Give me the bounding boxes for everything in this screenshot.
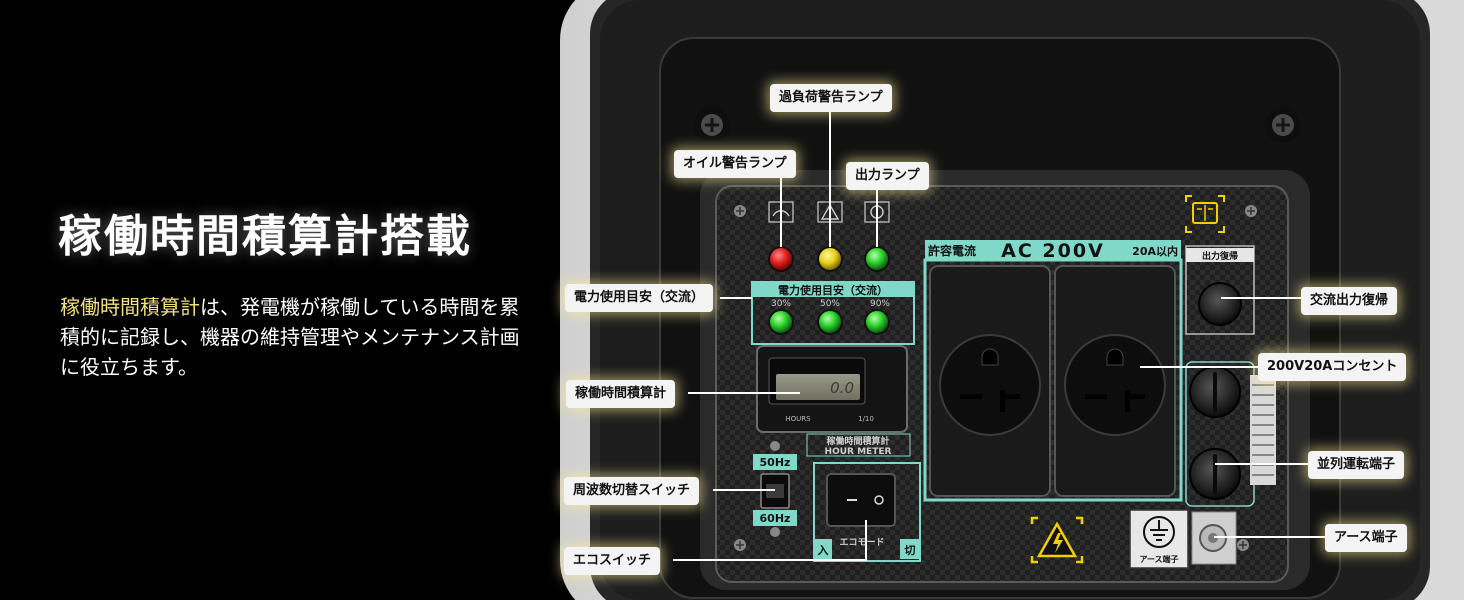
hour-meter-label-jp: 稼働時間積算計 [826, 435, 889, 447]
hour-meter-display: 0.0 [830, 379, 854, 397]
panel-screw-icon [734, 205, 746, 217]
usage-90-label: 90% [870, 299, 890, 309]
callout-overload-lamp: 過負荷警告ランプ [770, 84, 892, 112]
eco-mode-label: エコモード [839, 537, 884, 548]
usage-30-label: 30% [771, 299, 791, 309]
reset-label: 出力復帰 [1202, 250, 1238, 262]
hour-meter-hours: HOURS [785, 415, 811, 423]
panel-screw-icon [734, 539, 746, 551]
callout-eco-switch: エコスイッチ [564, 547, 661, 575]
usage-90-lamp [864, 309, 890, 335]
callout-freq-switch: 周波数切替スイッチ [564, 477, 700, 505]
hour-meter-label-en: HOUR METER [825, 447, 892, 457]
callout-ac-reset: 交流出力復帰 [1301, 287, 1398, 315]
usage-30-lamp [768, 309, 794, 335]
usage-title: 電力使用目安（交流） [778, 283, 888, 297]
overload-warning-lamp [817, 246, 843, 272]
ac-reset-frame [1185, 245, 1255, 335]
callout-hour-meter: 稼働時間積算計 [566, 380, 676, 408]
callout-output-lamp: 出力ランプ [846, 162, 929, 190]
freq-50-label: 50Hz [760, 456, 791, 469]
eco-off-label: 切 [905, 544, 916, 557]
callout-oil-lamp: オイル警告ランプ [674, 150, 796, 178]
parallel-terminal-top[interactable] [1189, 366, 1241, 418]
earth-ground-icon [1143, 516, 1175, 548]
usage-50-lamp [817, 309, 843, 335]
usage-50-label: 50% [820, 299, 840, 309]
callout-parallel-terminal: 並列運転端子 [1308, 451, 1405, 479]
manual-book-icon [1185, 195, 1225, 233]
eco-switch[interactable] [826, 473, 896, 527]
callout-leader-lines [673, 110, 1325, 561]
panel-screw-icon [770, 441, 780, 451]
panel-screw-icon [1245, 205, 1257, 217]
headline: 稼働時間積算計搭載 [58, 211, 472, 262]
panel-screw-icon [770, 527, 780, 537]
outlet-header: AC 200V [1001, 240, 1105, 262]
output-lamp [864, 246, 890, 272]
hour-meter-scale: 1/10 [858, 415, 874, 423]
freq-60-label: 60Hz [760, 512, 791, 525]
outlet-200v-left[interactable] [939, 334, 1041, 436]
panel-screw-icon [1237, 539, 1249, 551]
ac-reset-button[interactable] [1198, 282, 1242, 326]
outlet-200v-right[interactable] [1064, 334, 1166, 436]
callout-earth-terminal: アース端子 [1325, 524, 1407, 552]
description-highlight: 稼働時間積算計 [60, 295, 200, 319]
description: 稼働時間積算計は、発電機が稼働している時間を累積的に記録し、機器の維持管理やメン… [60, 292, 530, 382]
screw-icon [1265, 107, 1301, 143]
leader-eco [673, 520, 867, 561]
eco-on-label: 入 [818, 544, 829, 557]
high-voltage-warning-icon [1030, 516, 1084, 564]
earth-label: アース端子 [1139, 554, 1178, 564]
callout-outlet-200v: 200V20Aコンセント [1258, 353, 1407, 381]
outlet-prefix: 許容電流 [928, 243, 976, 258]
outlet-suffix: 20A以内 [1132, 244, 1178, 258]
outlet-frame [923, 258, 1183, 502]
screw-icon [694, 107, 730, 143]
parallel-terminal-bottom[interactable] [1189, 448, 1241, 500]
oil-warning-lamp [768, 246, 794, 272]
description-rest: は、発電機が稼働している時間を累積的に記録し、機器の維持管理やメンテナンス計画に… [60, 295, 520, 379]
callout-power-usage: 電力使用目安（交流） [565, 284, 714, 312]
